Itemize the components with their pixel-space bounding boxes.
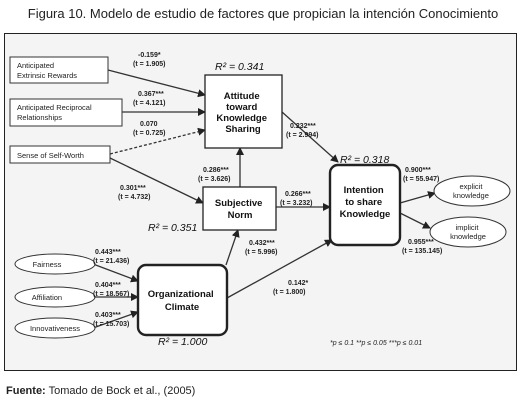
label-self-worth: Sense of Self-Worth: [17, 151, 84, 160]
node-fairness: [14, 253, 96, 275]
coef-reciprocal-attitude: 0.367***(t = 4.121): [133, 91, 166, 107]
node-explicit-knowledge: [433, 175, 511, 207]
label-innovativeness: Innovativeness: [30, 324, 80, 333]
coef-rewards-attitude: -0.159*(t = 1.905): [133, 52, 166, 68]
coef-norm-intention: 0.266***(t = 3.232): [280, 191, 313, 207]
path-rewards-attitude: [107, 69, 206, 98]
label-attitude-1: Attitude: [224, 91, 260, 102]
figure-title: Figura 10. Modelo de estudio de factores…: [27, 6, 499, 21]
label-explicit-2: knowledge: [453, 191, 489, 200]
coef-affiliation-climate: 0.404***(t = 18.567): [93, 282, 129, 298]
label-intention-1: Intention: [344, 185, 384, 196]
svg-text:Relationships: Relationships: [17, 113, 62, 122]
source-label: Fuente:: [6, 385, 46, 397]
label-climate-1: Organizational: [148, 289, 214, 300]
label-norm-2: Norm: [228, 210, 253, 221]
node-sense-of-self-worth: [9, 145, 111, 164]
label-rewards-1: Anticipated: [17, 61, 54, 70]
label-attitude-4: Sharing: [225, 124, 261, 135]
coef-climate-intention: 0.142*(t = 1.800): [273, 280, 309, 296]
label-intention-3: Knowledge: [340, 209, 391, 220]
svg-text:Extrinsic Rewards: Extrinsic Rewards: [17, 71, 77, 80]
path-climate-norm: [225, 229, 240, 266]
svg-text:Organizational Climate: Organizational Climate: [148, 289, 217, 313]
node-intention: [328, 163, 402, 247]
coef-selfworth-attitude: 0.070(t = 0.725): [133, 121, 166, 137]
svg-text:Intention to share Kno: Intention to share Knowledge: [340, 185, 391, 220]
path-intention-implicit: [399, 212, 431, 229]
path-selfworth-attitude: [109, 127, 206, 155]
node-subjective-norm: [202, 186, 277, 231]
coef-climate-norm: 0.432***(t = 5.996): [245, 240, 278, 256]
r2-attitude: R² = 0.341: [215, 61, 264, 73]
svg-text:Subjective Norm: Subjective Norm: [215, 198, 265, 221]
significance-note: *p ≤ 0.1 **p ≤ 0.05 ***p ≤ 0.01: [330, 340, 422, 347]
coef-norm-attitude: 0.286***(t = 3.626): [198, 167, 231, 183]
r2-intention: R² = 0.318: [340, 154, 389, 166]
coef-intention-explicit: 0.900***(t = 55.947): [403, 167, 439, 183]
path-attitude-intention: [281, 111, 339, 163]
node-anticipated-extrinsic-rewards: [9, 56, 109, 84]
path-selfworth-norm: [109, 157, 204, 204]
coef-innovativeness-climate: 0.403***(t = 15.703): [93, 312, 129, 328]
node-implicit-knowledge: [429, 216, 507, 248]
label-affiliation: Affiliation: [32, 293, 62, 302]
label-attitude-2: toward: [226, 102, 257, 113]
node-attitude: [204, 74, 283, 149]
label-intention-2: to share: [345, 197, 382, 208]
path-climate-intention: [226, 239, 333, 299]
label-climate-2: Climate: [165, 302, 199, 313]
svg-text:Fairness Affiliation I: Fairness Affiliation Innovativeness: [30, 260, 80, 333]
label-attitude-3: Knowledge: [216, 113, 267, 124]
coef-intention-implicit: 0.955***(t = 135.145): [402, 239, 442, 255]
source-line: Fuente: Tomado de Bock et al., (2005): [6, 385, 195, 397]
r2-organizational-climate: R² = 1.000: [158, 336, 207, 348]
path-innovativeness-climate: [92, 310, 139, 329]
source-text: Tomado de Bock et al., (2005): [48, 385, 196, 397]
node-affiliation: [14, 286, 96, 308]
path-fairness-climate: [92, 263, 139, 283]
label-reciprocal-2: Relationships: [17, 113, 62, 122]
svg-text:Attitude toward Knowle: Attitude toward Knowledge Sharing: [216, 91, 269, 135]
coef-fairness-climate: 0.443***(t = 21.436): [93, 249, 129, 265]
svg-text:Anticipated: Anticipated: [17, 61, 54, 70]
node-organizational-climate: [136, 263, 229, 337]
path-intention-explicit: [399, 191, 436, 204]
label-fairness: Fairness: [33, 260, 62, 269]
label-implicit-2: knowledge: [450, 232, 486, 241]
svg-text:explicit knowledge imp: explicit knowledge implicit knowledge: [450, 182, 491, 241]
coef-attitude-intention: 0.232***(t = 2.994): [286, 123, 319, 139]
label-reciprocal-1: Anticipated Reciprocal: [17, 103, 92, 112]
node-anticipated-reciprocal-relationships: [9, 98, 123, 127]
coef-selfworth-norm: 0.301***(t = 4.732): [118, 185, 151, 201]
node-innovativeness: [14, 317, 96, 339]
label-implicit-1: implicit: [455, 223, 479, 232]
svg-text:Anticipated Reciprocal: Anticipated Reciprocal: [17, 103, 92, 112]
label-rewards-2: Extrinsic Rewards: [17, 71, 77, 80]
svg-text:Sense of Self-Worth: Sense of Self-Worth: [17, 151, 84, 160]
r2-subjective-norm: R² = 0.351: [148, 222, 197, 234]
label-norm-1: Subjective: [215, 198, 263, 209]
label-explicit-1: explicit: [459, 182, 483, 191]
